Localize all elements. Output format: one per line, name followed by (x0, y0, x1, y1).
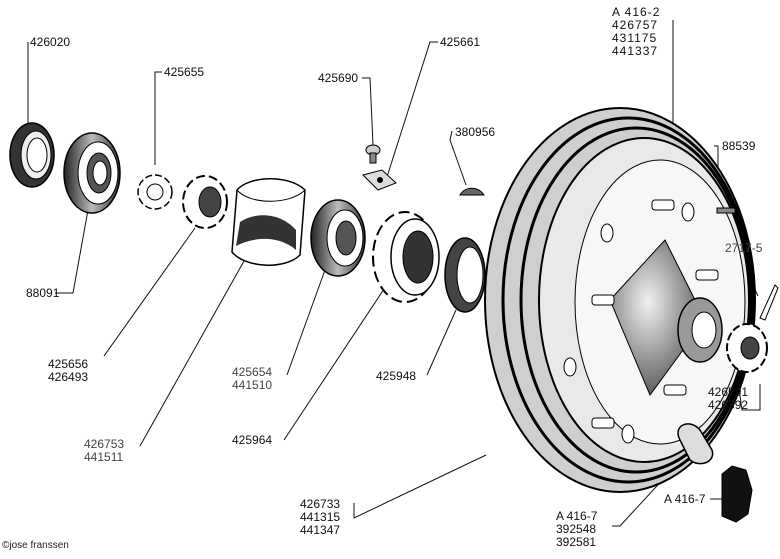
label-425964: 425964 (232, 433, 273, 447)
spacer-sleeve (231, 178, 306, 266)
seal-ring (9, 122, 55, 188)
copyright: ©jose franssen (2, 540, 69, 551)
pin (716, 207, 736, 214)
wheel-nut (677, 423, 714, 465)
inner-bearing-line-2: 441510 (232, 378, 273, 392)
label-hub-bolt: A 416-2 426757 431175 441337 (612, 6, 660, 58)
clip (362, 169, 397, 191)
spacer-line-2: 441511 (84, 450, 124, 464)
nut-assy-line-1: 426591 (708, 385, 749, 399)
label-425661: 425661 (440, 35, 481, 49)
nut-assy-line-2: 426592 (708, 398, 749, 412)
label-88091: 88091 (26, 286, 60, 300)
label-425948: 425948 (376, 369, 417, 383)
label-425655: 425655 (164, 65, 205, 79)
drum-line-2: 441315 (300, 510, 341, 524)
hub-bolt-line-4: 441337 (612, 44, 659, 58)
label-cap: A 416-7 (664, 492, 706, 506)
brake-drum (484, 107, 756, 493)
wheel-nut-line-1: A 416-7 (556, 509, 598, 523)
leader-lines (27, 20, 761, 527)
label-wheel-nut: A 416-7 392548 392581 (556, 510, 597, 549)
lock-washer (137, 174, 173, 210)
lock-line-1: 425656 (48, 357, 89, 371)
label-2717-5: 2717-5 (725, 241, 763, 255)
hub-cap (721, 465, 753, 523)
key (459, 187, 485, 196)
inner-bearing (310, 199, 366, 277)
hub-bolt-line-1: A 416-2 (612, 5, 661, 19)
label-88539: 88539 (722, 139, 756, 153)
inner-bearing-line-1: 425654 (232, 365, 273, 379)
outer-bearing (63, 132, 121, 214)
label-425690: 425690 (318, 71, 359, 85)
hub-nut (726, 323, 768, 373)
wheel-nut-line-2: 392548 (556, 522, 597, 536)
hub-bolt-line-2: 426757 (612, 18, 659, 32)
label-380956: 380956 (455, 125, 496, 139)
adjusting-nut (182, 175, 228, 229)
hub-bolt-line-3: 431175 (612, 31, 658, 45)
castle-nut (372, 211, 440, 303)
drum-line-1: 426733 (300, 497, 341, 511)
label-426020: 426020 (30, 35, 71, 49)
drum-line-3: 441347 (300, 523, 341, 537)
wheel-nut-line-3: 392581 (556, 535, 597, 549)
small-bolt (365, 144, 381, 164)
grease-seal (444, 237, 486, 313)
lock-line-2: 426493 (48, 370, 89, 384)
label-spacer: 426753 441511 (84, 438, 124, 464)
cotter-pin (759, 284, 779, 321)
label-drum: 426733 441315 441347 (300, 498, 340, 537)
label-inner-bearing: 425654 441510 (232, 366, 272, 392)
label-lock: 425656 426493 (48, 358, 88, 384)
label-nut-assy: 426591 426592 (708, 386, 748, 412)
spacer-line-1: 426753 (84, 437, 125, 451)
